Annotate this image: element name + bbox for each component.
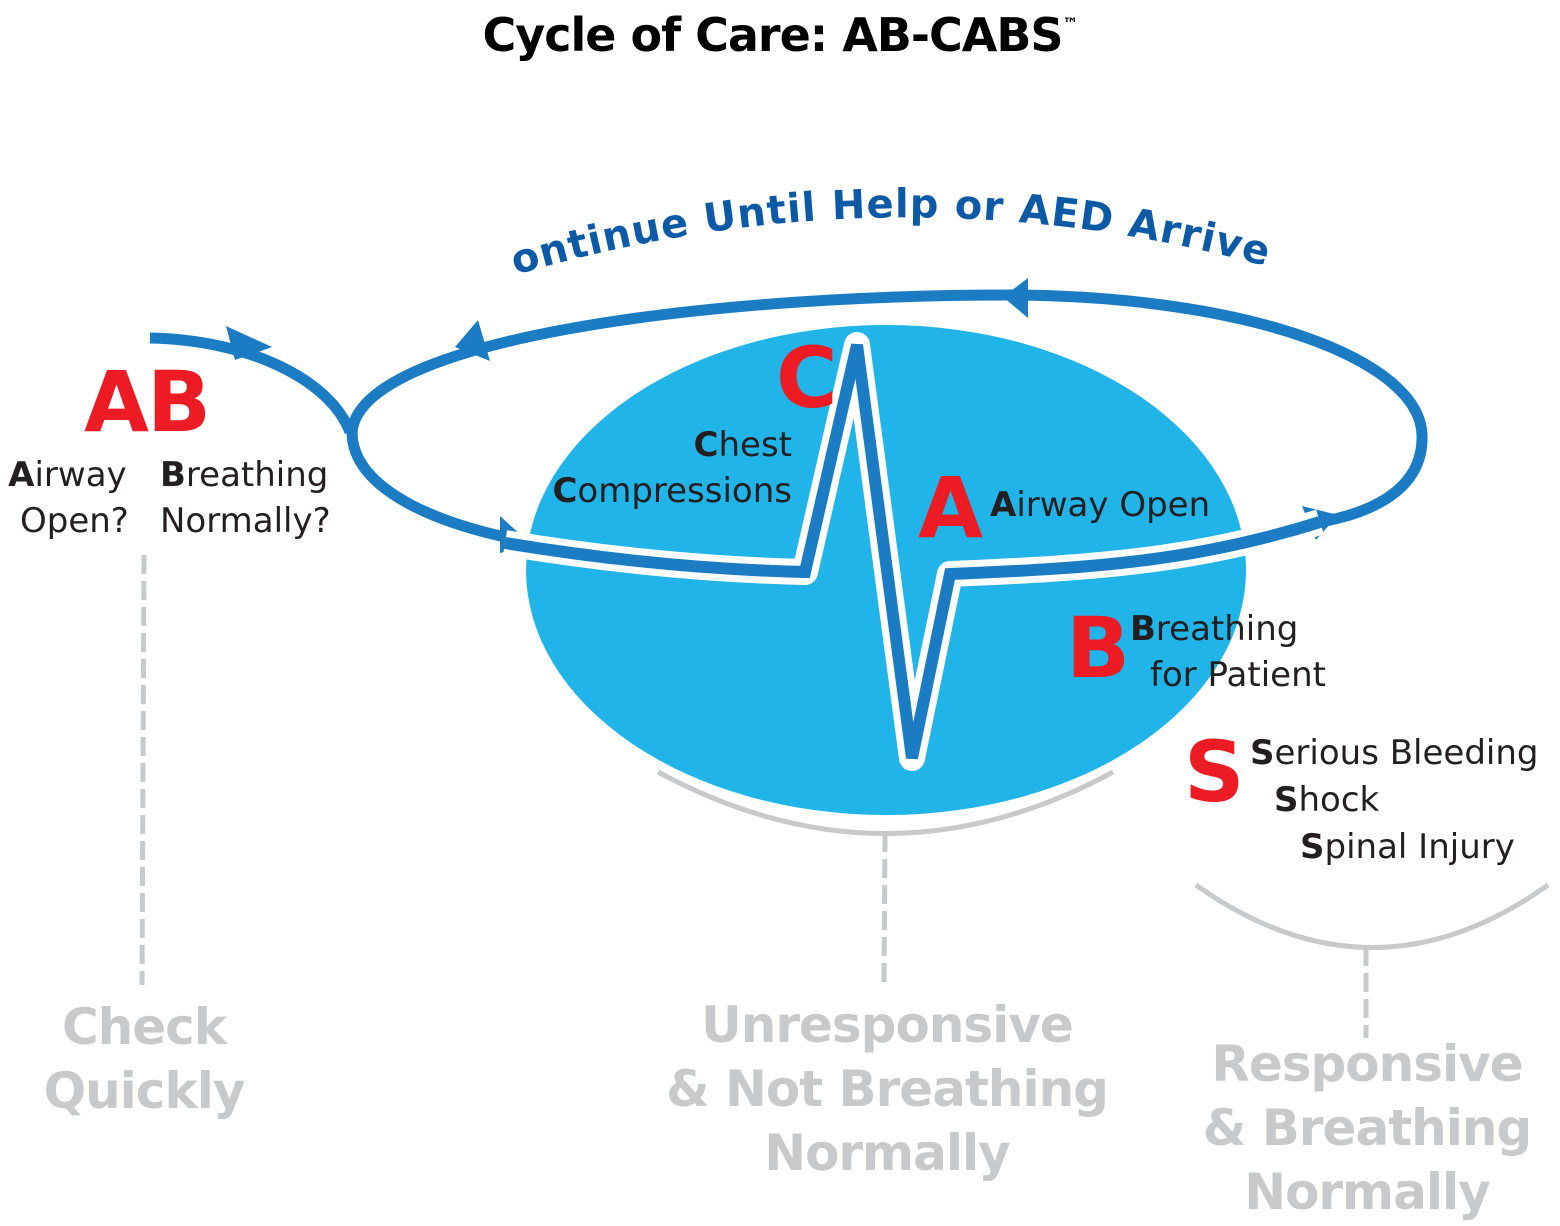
breathing-normally-question: Breathing Normally? xyxy=(160,455,331,541)
airway-open-question: Airway Open? xyxy=(8,455,129,541)
loop-left-lower-path xyxy=(346,431,522,546)
responsive-bracket xyxy=(1194,882,1550,950)
check-connector xyxy=(139,554,147,986)
s-item-serious-bleeding: Serious Bleeding xyxy=(1250,733,1539,773)
entry-arrowhead-icon xyxy=(226,326,272,360)
chest-compressions-label: Chest Compressions xyxy=(552,425,792,511)
ecg-heartbeat-line xyxy=(504,343,1322,760)
loop-left-arrowhead-icon xyxy=(455,320,490,361)
responsive-label: Responsive & Breathing Normally xyxy=(1202,1035,1532,1221)
entry-arrow-path xyxy=(149,332,356,435)
trademark-mark: ™ xyxy=(1062,14,1079,33)
loop-top-arrowhead-icon xyxy=(1003,278,1028,318)
b-letter: B xyxy=(1066,599,1131,697)
page-title: Cycle of Care: AB-CABS™ xyxy=(482,8,1079,62)
s-item-shock: Shock xyxy=(1274,780,1380,820)
a-letter: A xyxy=(918,459,984,557)
s-items-list: Serious Bleeding Shock Spinal Injury xyxy=(1250,730,1538,871)
unresponsive-connector xyxy=(881,832,888,986)
airway-open-label: Airway Open xyxy=(990,485,1211,525)
check-quickly-label: Check Quickly xyxy=(43,998,246,1120)
s-letter: S xyxy=(1184,723,1245,821)
unresponsive-label: Unresponsive & Not Breathing Normally xyxy=(666,996,1109,1182)
breathing-for-patient-label: Breathing for Patient xyxy=(1130,609,1326,695)
ab-letters: AB xyxy=(84,353,211,451)
c-letter: C xyxy=(776,329,838,427)
s-item-spinal-injury: Spinal Injury xyxy=(1300,827,1515,867)
